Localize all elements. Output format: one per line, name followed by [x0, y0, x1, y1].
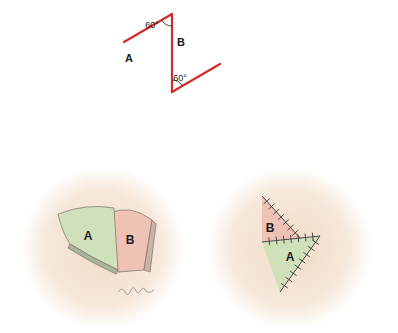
stitch [299, 259, 306, 264]
stitch [288, 225, 294, 230]
flaps-sutured [262, 196, 320, 292]
suture-line [262, 236, 320, 242]
skin-area [21, 166, 185, 330]
stitch [312, 240, 319, 245]
stitch [312, 233, 314, 241]
suture-line [262, 196, 300, 238]
stitch [278, 214, 284, 219]
stitch [281, 283, 288, 288]
stitch [286, 277, 293, 282]
flaps-transposing [58, 206, 156, 274]
stitch [283, 236, 285, 244]
stitch [295, 265, 302, 270]
stitch [305, 234, 307, 242]
suture-line [262, 196, 320, 292]
angle-label: 60° [145, 21, 159, 30]
stitch [268, 237, 270, 245]
stitch [303, 252, 310, 257]
stitch [269, 204, 275, 209]
stitch [264, 199, 270, 204]
flap-label: A [286, 251, 295, 263]
z-incision [124, 14, 220, 92]
stitch [276, 237, 278, 245]
stitch [290, 271, 297, 276]
stitch [297, 234, 299, 242]
skin-area [208, 166, 372, 330]
flap-label: B [266, 222, 275, 234]
flap-label: B [177, 37, 185, 48]
angle-label: 60° [173, 74, 187, 83]
stitch [283, 220, 289, 225]
stitch [273, 209, 279, 214]
stitch [290, 235, 292, 243]
flap-label: B [126, 234, 135, 246]
suture-line [280, 236, 320, 292]
stitch [292, 230, 298, 235]
flap-label: A [84, 230, 93, 242]
signature [118, 288, 154, 295]
flap-label: A [125, 53, 133, 64]
stitch [308, 246, 315, 251]
